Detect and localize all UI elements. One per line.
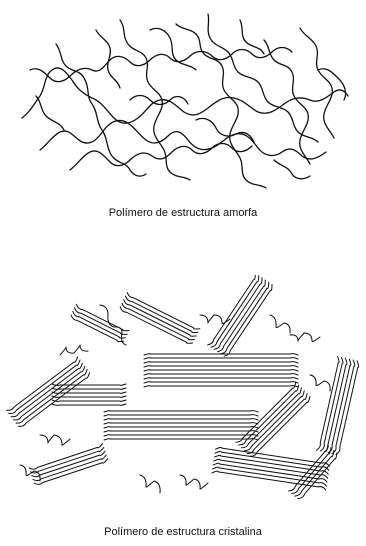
crystalline-caption: Polímero de estructura cristalina (0, 526, 366, 538)
crystalline-chain (75, 308, 128, 335)
crystalline-chain (144, 374, 298, 375)
polymer-chain (40, 120, 326, 159)
amorphous-chains-svg (0, 0, 366, 200)
crystalline-chain (144, 354, 298, 355)
crystalline-chain (127, 293, 200, 330)
crystalline-chain (11, 363, 82, 417)
crystalline-chain (52, 388, 126, 389)
crystalline-chain (140, 475, 160, 493)
polymer-chain (176, 24, 266, 188)
crystalline-chain (244, 391, 304, 451)
crystalline-chain (40, 435, 70, 445)
crystalline-chain (60, 345, 88, 355)
polymer-chain (274, 160, 310, 179)
crystalline-chain (52, 400, 126, 401)
crystalline-chain (73, 311, 126, 338)
crystalline-chain (6, 357, 77, 411)
polymer-chain (96, 30, 120, 88)
crystalline-chain (31, 447, 104, 473)
crystalline-chain (122, 303, 195, 340)
crystalline-chains-group (6, 275, 358, 499)
amorphous-caption: Polímero de estructura amorfa (0, 207, 366, 219)
crystalline-chain (52, 396, 126, 397)
crystalline-chain (218, 280, 266, 352)
crystalline-chain (33, 455, 106, 481)
crystalline-chain (320, 357, 343, 451)
crystalline-chain (32, 451, 105, 477)
crystalline-chain (180, 475, 208, 489)
polymer-chain (240, 20, 264, 54)
crystalline-chain (34, 459, 107, 485)
polymer-chain (300, 28, 334, 138)
crystalline-chain (250, 396, 310, 456)
polymer-chain (208, 14, 318, 142)
crystalline-chain (29, 444, 102, 470)
polymer-chain (70, 144, 252, 171)
crystalline-chains-svg (0, 275, 366, 515)
crystalline-chain (144, 382, 298, 383)
polymer-chain (150, 28, 196, 70)
crystalline-chain (52, 404, 126, 405)
crystalline-chain (310, 375, 330, 391)
crystalline-chain (236, 382, 296, 442)
crystalline-chain (144, 358, 298, 359)
crystalline-chain (16, 370, 87, 424)
crystalline-chain (144, 386, 298, 387)
crystalline-chain (104, 423, 258, 424)
polymer-chain (30, 48, 292, 82)
crystalline-chain (144, 362, 298, 363)
crystalline-chain (104, 427, 258, 428)
crystalline-chain (104, 435, 258, 436)
crystalline-chain (52, 392, 126, 393)
crystalline-chain (124, 300, 197, 337)
crystalline-chain (104, 411, 258, 412)
crystalline-chain (317, 357, 340, 451)
crystalline-chain (126, 296, 199, 333)
crystalline-chain (104, 439, 258, 440)
crystalline-chain (104, 419, 258, 420)
crystalline-chain (120, 307, 193, 344)
crystalline-chain (200, 315, 230, 324)
crystalline-chain (52, 384, 126, 385)
crystalline-chain (270, 315, 290, 333)
polymer-chain (22, 68, 348, 123)
crystalline-chain (144, 370, 298, 371)
crystalline-chain (104, 431, 258, 432)
crystalline-chain (144, 378, 298, 379)
crystalline-chain (104, 415, 258, 416)
crystalline-chain (290, 333, 320, 342)
crystalline-chain (212, 471, 326, 490)
polymer-chain (196, 118, 254, 142)
crystalline-chain (144, 366, 298, 367)
amorphous-polymer-diagram (0, 0, 366, 200)
crystalline-chain (9, 360, 80, 414)
polymer-chain (36, 96, 64, 130)
crystalline-polymer-diagram (0, 275, 366, 515)
crystalline-chain (71, 315, 124, 342)
crystalline-chain (18, 373, 89, 427)
